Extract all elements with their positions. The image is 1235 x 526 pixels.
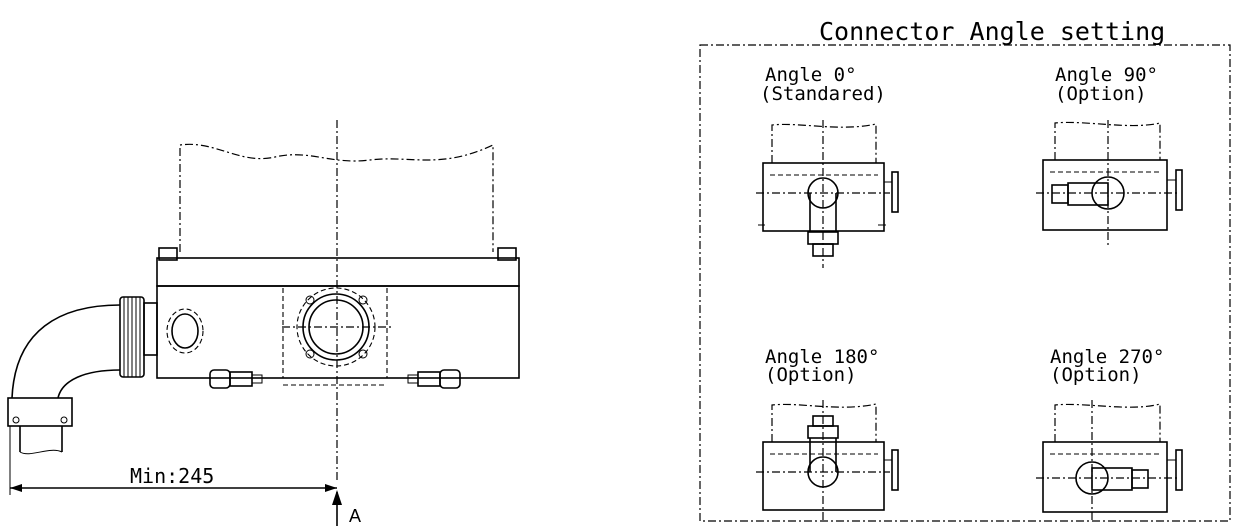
variant-angle-90: Angle 90° (Option): [1036, 64, 1183, 245]
angle-0-label: Angle 0°: [765, 64, 857, 86]
connector-elbow: [7, 296, 158, 455]
angle-0-note: (Standared): [760, 83, 886, 105]
angle-180-note: (Option): [765, 364, 857, 386]
panel-title: Connector Angle setting: [819, 17, 1165, 46]
angle-270-label: Angle 270°: [1050, 346, 1164, 368]
side-port: [166, 308, 204, 354]
angle-180-label: Angle 180°: [765, 346, 879, 368]
mount-tab-right: [497, 247, 517, 261]
main-view: Min:245 A: [7, 120, 520, 526]
angle-270-note: (Option): [1050, 364, 1142, 386]
flange-plate: [156, 257, 520, 287]
angle-90-label: Angle 90°: [1055, 64, 1158, 86]
view-arrow-label: A: [349, 506, 361, 526]
motor-body-outline: [179, 143, 494, 252]
view-arrow: A: [332, 490, 361, 526]
mount-tab-left: [158, 247, 178, 261]
fitting-left: [209, 369, 263, 389]
variant-angle-0: Angle 0° (Standared): [756, 64, 899, 268]
dimension-label: Min:245: [130, 464, 214, 488]
dimension-min-245: Min:245: [9, 426, 337, 495]
variant-angle-270: Angle 270° (Option): [1036, 346, 1183, 520]
variant-angle-180: Angle 180° (Option): [756, 346, 899, 520]
panel-frame: [699, 44, 1231, 522]
connector-angle-panel: Connector Angle setting Angle 0° (Standa…: [699, 17, 1231, 522]
angle-90-note: (Option): [1055, 83, 1147, 105]
fitting-right: [407, 369, 461, 389]
